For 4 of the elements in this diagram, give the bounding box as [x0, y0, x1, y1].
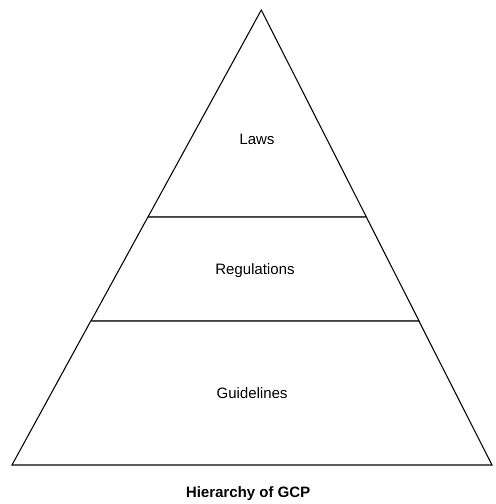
tier-label: Laws	[239, 130, 274, 150]
tier-label: Guidelines	[216, 384, 288, 404]
tier-label: Regulations	[215, 260, 294, 280]
caption: Hierarchy of GCP	[186, 483, 310, 503]
